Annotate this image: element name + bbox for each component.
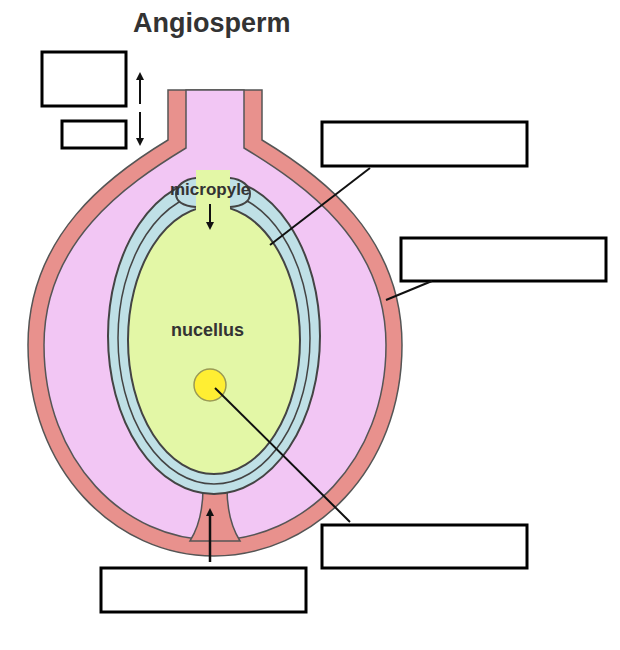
leader-line	[270, 168, 370, 245]
nucellus-tissue	[128, 206, 300, 474]
part-label: nucellus	[171, 320, 244, 341]
egg-cell	[194, 369, 226, 401]
outer-integument	[108, 178, 320, 494]
leader-line	[215, 388, 350, 522]
part-label: micropyle	[170, 180, 250, 200]
blank-label-box	[101, 568, 306, 612]
leader-line	[386, 281, 432, 300]
blank-label-box	[42, 52, 126, 106]
pointer-arrow	[209, 512, 212, 562]
funiculus	[190, 488, 240, 541]
blank-label-box	[322, 525, 527, 568]
pointer-arrow	[209, 204, 211, 226]
diagram-title: Angiosperm	[133, 8, 291, 39]
blank-label-box	[62, 121, 126, 148]
blank-label-box	[322, 122, 527, 166]
size-arrow	[139, 112, 141, 142]
size-arrow	[139, 76, 141, 104]
blank-label-box	[401, 238, 606, 281]
